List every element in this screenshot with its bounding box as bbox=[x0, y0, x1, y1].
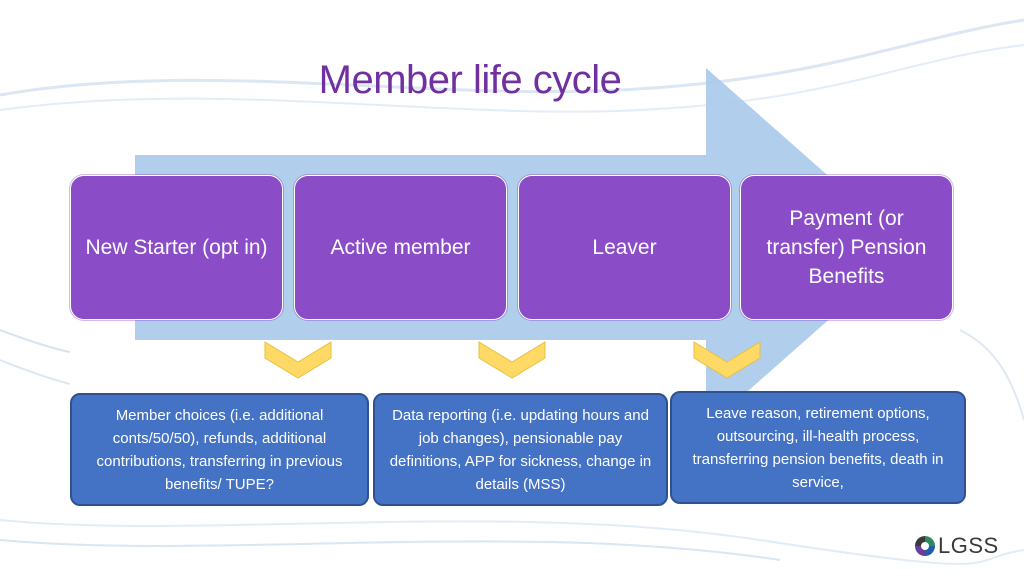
page-title: Member life cycle bbox=[318, 58, 622, 102]
stage-new-starter: New Starter (opt in) bbox=[70, 175, 283, 320]
stage-leaver: Leaver bbox=[518, 175, 731, 320]
logo-text: LGSS bbox=[938, 533, 999, 558]
stage-label: New Starter (opt in) bbox=[85, 236, 268, 259]
stage-label: Active member bbox=[330, 236, 471, 259]
stage-label: Payment (or transfer) Pension Benefits bbox=[766, 207, 927, 288]
stage-payment: Payment (or transfer) Pension Benefits bbox=[740, 175, 953, 320]
lgss-logo: LGSS bbox=[914, 533, 999, 559]
logo-mark-icon bbox=[915, 536, 935, 556]
note-starter-details: Member choices (i.e. additional conts/50… bbox=[70, 393, 369, 506]
chevron-down-icon bbox=[264, 341, 332, 379]
stage-label: Leaver bbox=[592, 236, 657, 259]
chevron-down-icon bbox=[478, 341, 546, 379]
chevron-down-icon bbox=[693, 341, 761, 379]
note-active-details: Data reporting (i.e. updating hours and … bbox=[373, 393, 668, 506]
note-text: Member choices (i.e. additional conts/50… bbox=[96, 406, 343, 493]
note-text: Leave reason, retirement options, outsou… bbox=[692, 404, 944, 491]
note-leaver-details: Leave reason, retirement options, outsou… bbox=[670, 391, 966, 504]
note-text: Data reporting (i.e. updating hours and … bbox=[389, 406, 652, 493]
stage-active-member: Active member bbox=[294, 175, 507, 320]
